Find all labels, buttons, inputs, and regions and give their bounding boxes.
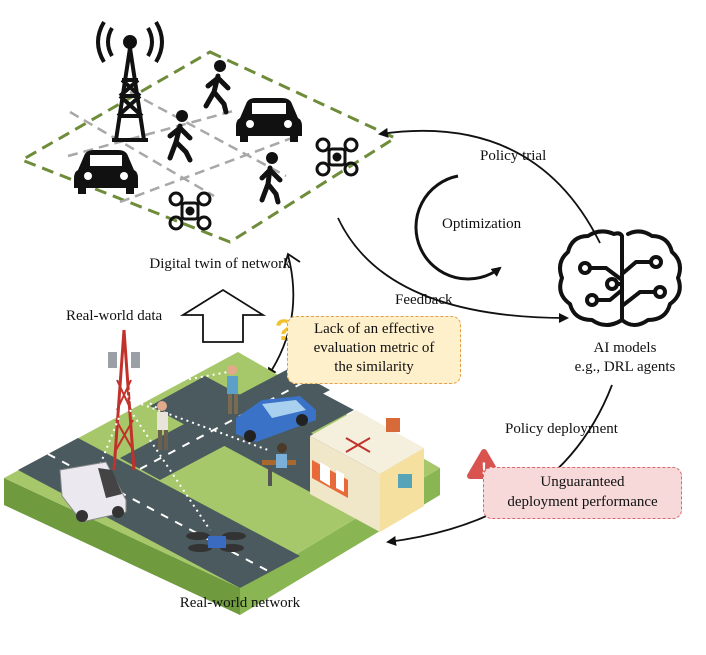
digital-twin-plane (18, 50, 399, 244)
pedestrian-icon (203, 60, 231, 115)
callout-line: deployment performance (507, 494, 658, 510)
callout-line: Lack of an effective (313, 321, 435, 337)
feedback-arrow (337, 217, 569, 323)
person-on-bench (262, 443, 296, 486)
person (157, 401, 168, 450)
callout-line: evaluation metric of (313, 340, 435, 356)
similarity-callout: Lack of an effective evaluation metric o… (287, 316, 461, 384)
van (59, 461, 127, 523)
real-world-network-label: Real-world network (179, 595, 301, 611)
real-world-data-label: Real-world data (66, 308, 163, 324)
drone-icon (168, 191, 212, 231)
car-icon (74, 150, 138, 194)
feedback-label: Feedback (395, 292, 453, 308)
callout-line: Unguaranteed (540, 474, 625, 490)
cell-tower-icon (96, 20, 164, 142)
real-cell-tower (108, 329, 140, 471)
twin-border (18, 50, 399, 244)
optimization-cycle (414, 174, 502, 281)
person (227, 365, 238, 414)
pedestrian-icon (167, 110, 193, 163)
digital-twin-label: Digital twin of network (149, 256, 291, 272)
brain-icon (558, 229, 682, 327)
policy-trial-arrow (378, 127, 601, 244)
optimization-label: Optimization (442, 216, 522, 232)
deployment-callout: Unguaranteed deployment performance (483, 467, 682, 519)
blue-car (236, 396, 316, 442)
pedestrian-icon (259, 152, 283, 205)
policy-deployment-label: Policy deployment (505, 421, 618, 437)
ai-models-example: e.g., DRL agents (574, 359, 676, 375)
upload-arrow (179, 288, 267, 343)
svg-text:!: ! (481, 459, 487, 478)
drone-icon (315, 137, 359, 177)
policy-trial-label: Policy trial (480, 148, 547, 164)
twin-grid (67, 90, 301, 204)
car-icon (236, 98, 302, 142)
real-drone (186, 532, 246, 552)
real-world-city (4, 329, 440, 615)
shop-building (310, 410, 424, 532)
callout-line: the similarity (334, 359, 414, 375)
ai-models-label: AI models (593, 340, 657, 356)
